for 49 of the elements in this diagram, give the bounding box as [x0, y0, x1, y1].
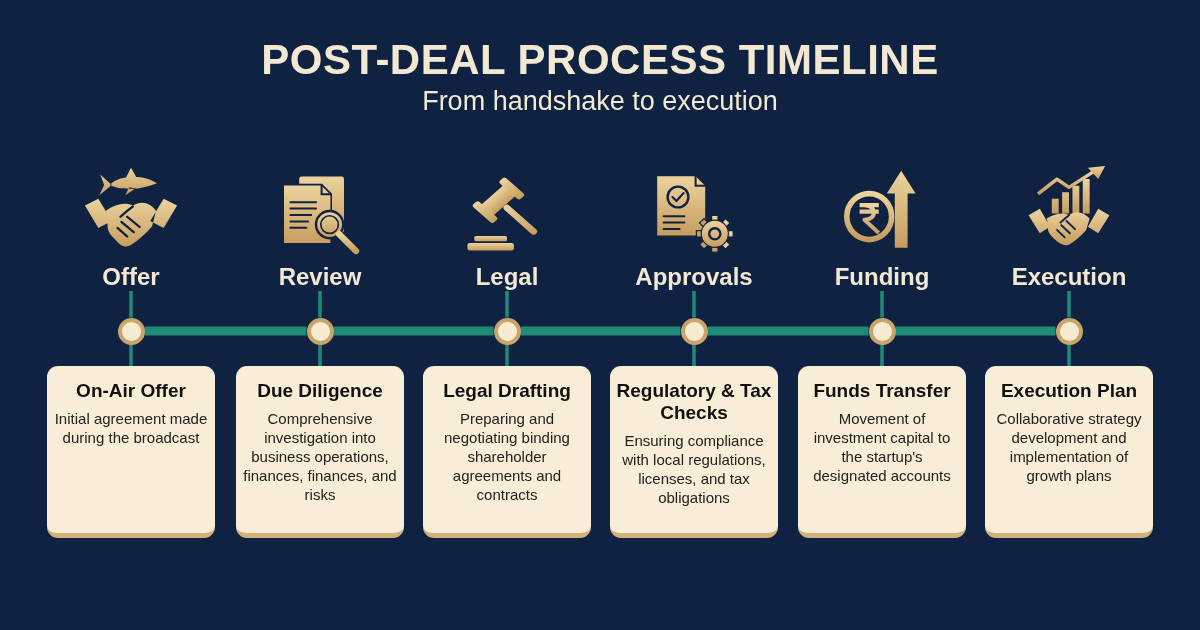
card-title: Regulatory & Tax Checks	[615, 380, 773, 424]
connector-line	[1067, 344, 1071, 366]
step-card	[236, 366, 404, 538]
card-description: Movement of investment capital to the startup's designated accounts	[812, 409, 952, 485]
card-title: Execution Plan	[999, 380, 1139, 402]
timeline-line	[333, 326, 494, 336]
stage-label: Execution	[1011, 263, 1127, 291]
timeline-line	[144, 326, 307, 336]
subtitle: From handshake to execution	[422, 85, 778, 117]
card-title: Legal Drafting	[442, 380, 572, 402]
step-card	[798, 366, 966, 538]
stage-label: Review	[278, 263, 362, 291]
timeline-dot-icon	[306, 317, 334, 345]
timeline-dot-icon	[868, 317, 896, 345]
timeline-dot-icon	[680, 317, 708, 345]
connector-line	[129, 291, 133, 318]
connector-line	[129, 344, 133, 366]
connector-line	[880, 344, 884, 366]
card-description: Comprehensive investigation into business operations, finances, finances, and risks	[242, 409, 398, 504]
card-description: Collaborative strategy development and implementation of growth plans	[995, 409, 1143, 485]
title: POST-DEAL PROCESS TIMELINE	[261, 36, 939, 84]
connector-line	[1067, 291, 1071, 318]
step-card	[610, 366, 778, 538]
connector-line	[318, 344, 322, 366]
stage-label: Legal	[475, 263, 539, 291]
timeline-dot-icon	[1055, 317, 1083, 345]
card-title: On-Air Offer	[75, 380, 187, 402]
card-description: Preparing and negotiating binding shareholder agreements and contracts	[443, 409, 571, 504]
stage-label: Offer	[102, 263, 160, 291]
card-title: Due Diligence	[256, 380, 384, 402]
card-description: Initial agreement made during the broadcast	[53, 409, 209, 447]
connector-line	[692, 344, 696, 366]
stage-label: Funding	[834, 263, 930, 291]
stage-label: Approvals	[635, 263, 753, 291]
timeline-dot-icon	[117, 317, 145, 345]
card-title: Funds Transfer	[812, 380, 952, 402]
timeline-line	[707, 326, 869, 336]
connector-line	[318, 291, 322, 318]
step-card	[985, 366, 1153, 538]
step-card	[423, 366, 591, 538]
connector-line	[692, 291, 696, 318]
timeline-line	[895, 326, 1056, 336]
connector-line	[505, 344, 509, 366]
connector-line	[505, 291, 509, 318]
timeline-line	[520, 326, 681, 336]
step-card	[47, 366, 215, 538]
connector-line	[880, 291, 884, 318]
card-description: Ensuring compliance with local regulations, licenses, and tax obligations	[621, 431, 767, 507]
timeline-dot-icon	[493, 317, 521, 345]
